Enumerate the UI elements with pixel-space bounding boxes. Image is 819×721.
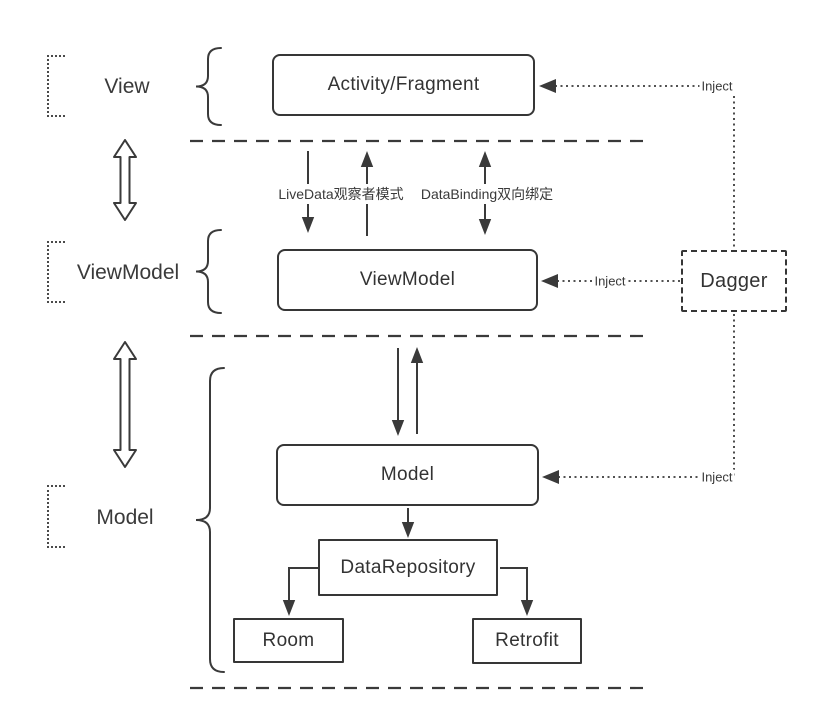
dagger-box: Dagger [681,250,787,312]
inject-caption-viewmodel: Inject [592,273,628,289]
view-viewmodel-sync-arrow [113,139,137,221]
viewmodel-layer-bracket [47,241,65,303]
model-box: Model [276,444,539,506]
viewmodel-to-model-arrow [391,348,405,436]
retrofit-box: Retrofit [472,618,582,664]
model-layer-label: Model [96,506,154,529]
databinding-edge-caption: DataBinding双向绑定 [417,184,557,204]
dagger-box-label: Dagger [700,269,768,292]
room-label: Room [262,629,315,651]
livedata-edge-caption: LiveData观察者模式 [275,184,407,204]
view-layer-bracket [47,55,65,117]
view-layer-label: View [104,75,150,98]
viewmodel-box: ViewModel [277,249,538,311]
repository-to-retrofit-connector [500,567,534,616]
activity-fragment-label: Activity/Fragment [327,74,480,95]
model-layer-bracket [47,485,65,548]
model-to-viewmodel-arrow [410,347,424,434]
viewmodel-model-sync-arrow [113,341,137,468]
data-repository-box: DataRepository [318,539,498,596]
inject-arrow-model [542,470,734,484]
retrofit-label: Retrofit [495,630,559,651]
data-repository-label: DataRepository [340,556,476,578]
viewmodel-brace [195,229,222,314]
activity-fragment-box: Activity/Fragment [272,54,535,116]
room-box: Room [233,618,344,663]
viewmodel-layer-label: ViewModel [76,261,180,284]
model-brace [195,367,225,673]
viewmodel-box-label: ViewModel [359,269,456,290]
repository-to-room-connector [282,567,318,616]
model-to-repository-arrow [401,508,415,538]
view-brace [195,47,222,126]
model-box-label: Model [380,464,435,485]
inject-caption-model: Inject [699,469,735,485]
inject-caption-activity: Inject [699,78,735,94]
